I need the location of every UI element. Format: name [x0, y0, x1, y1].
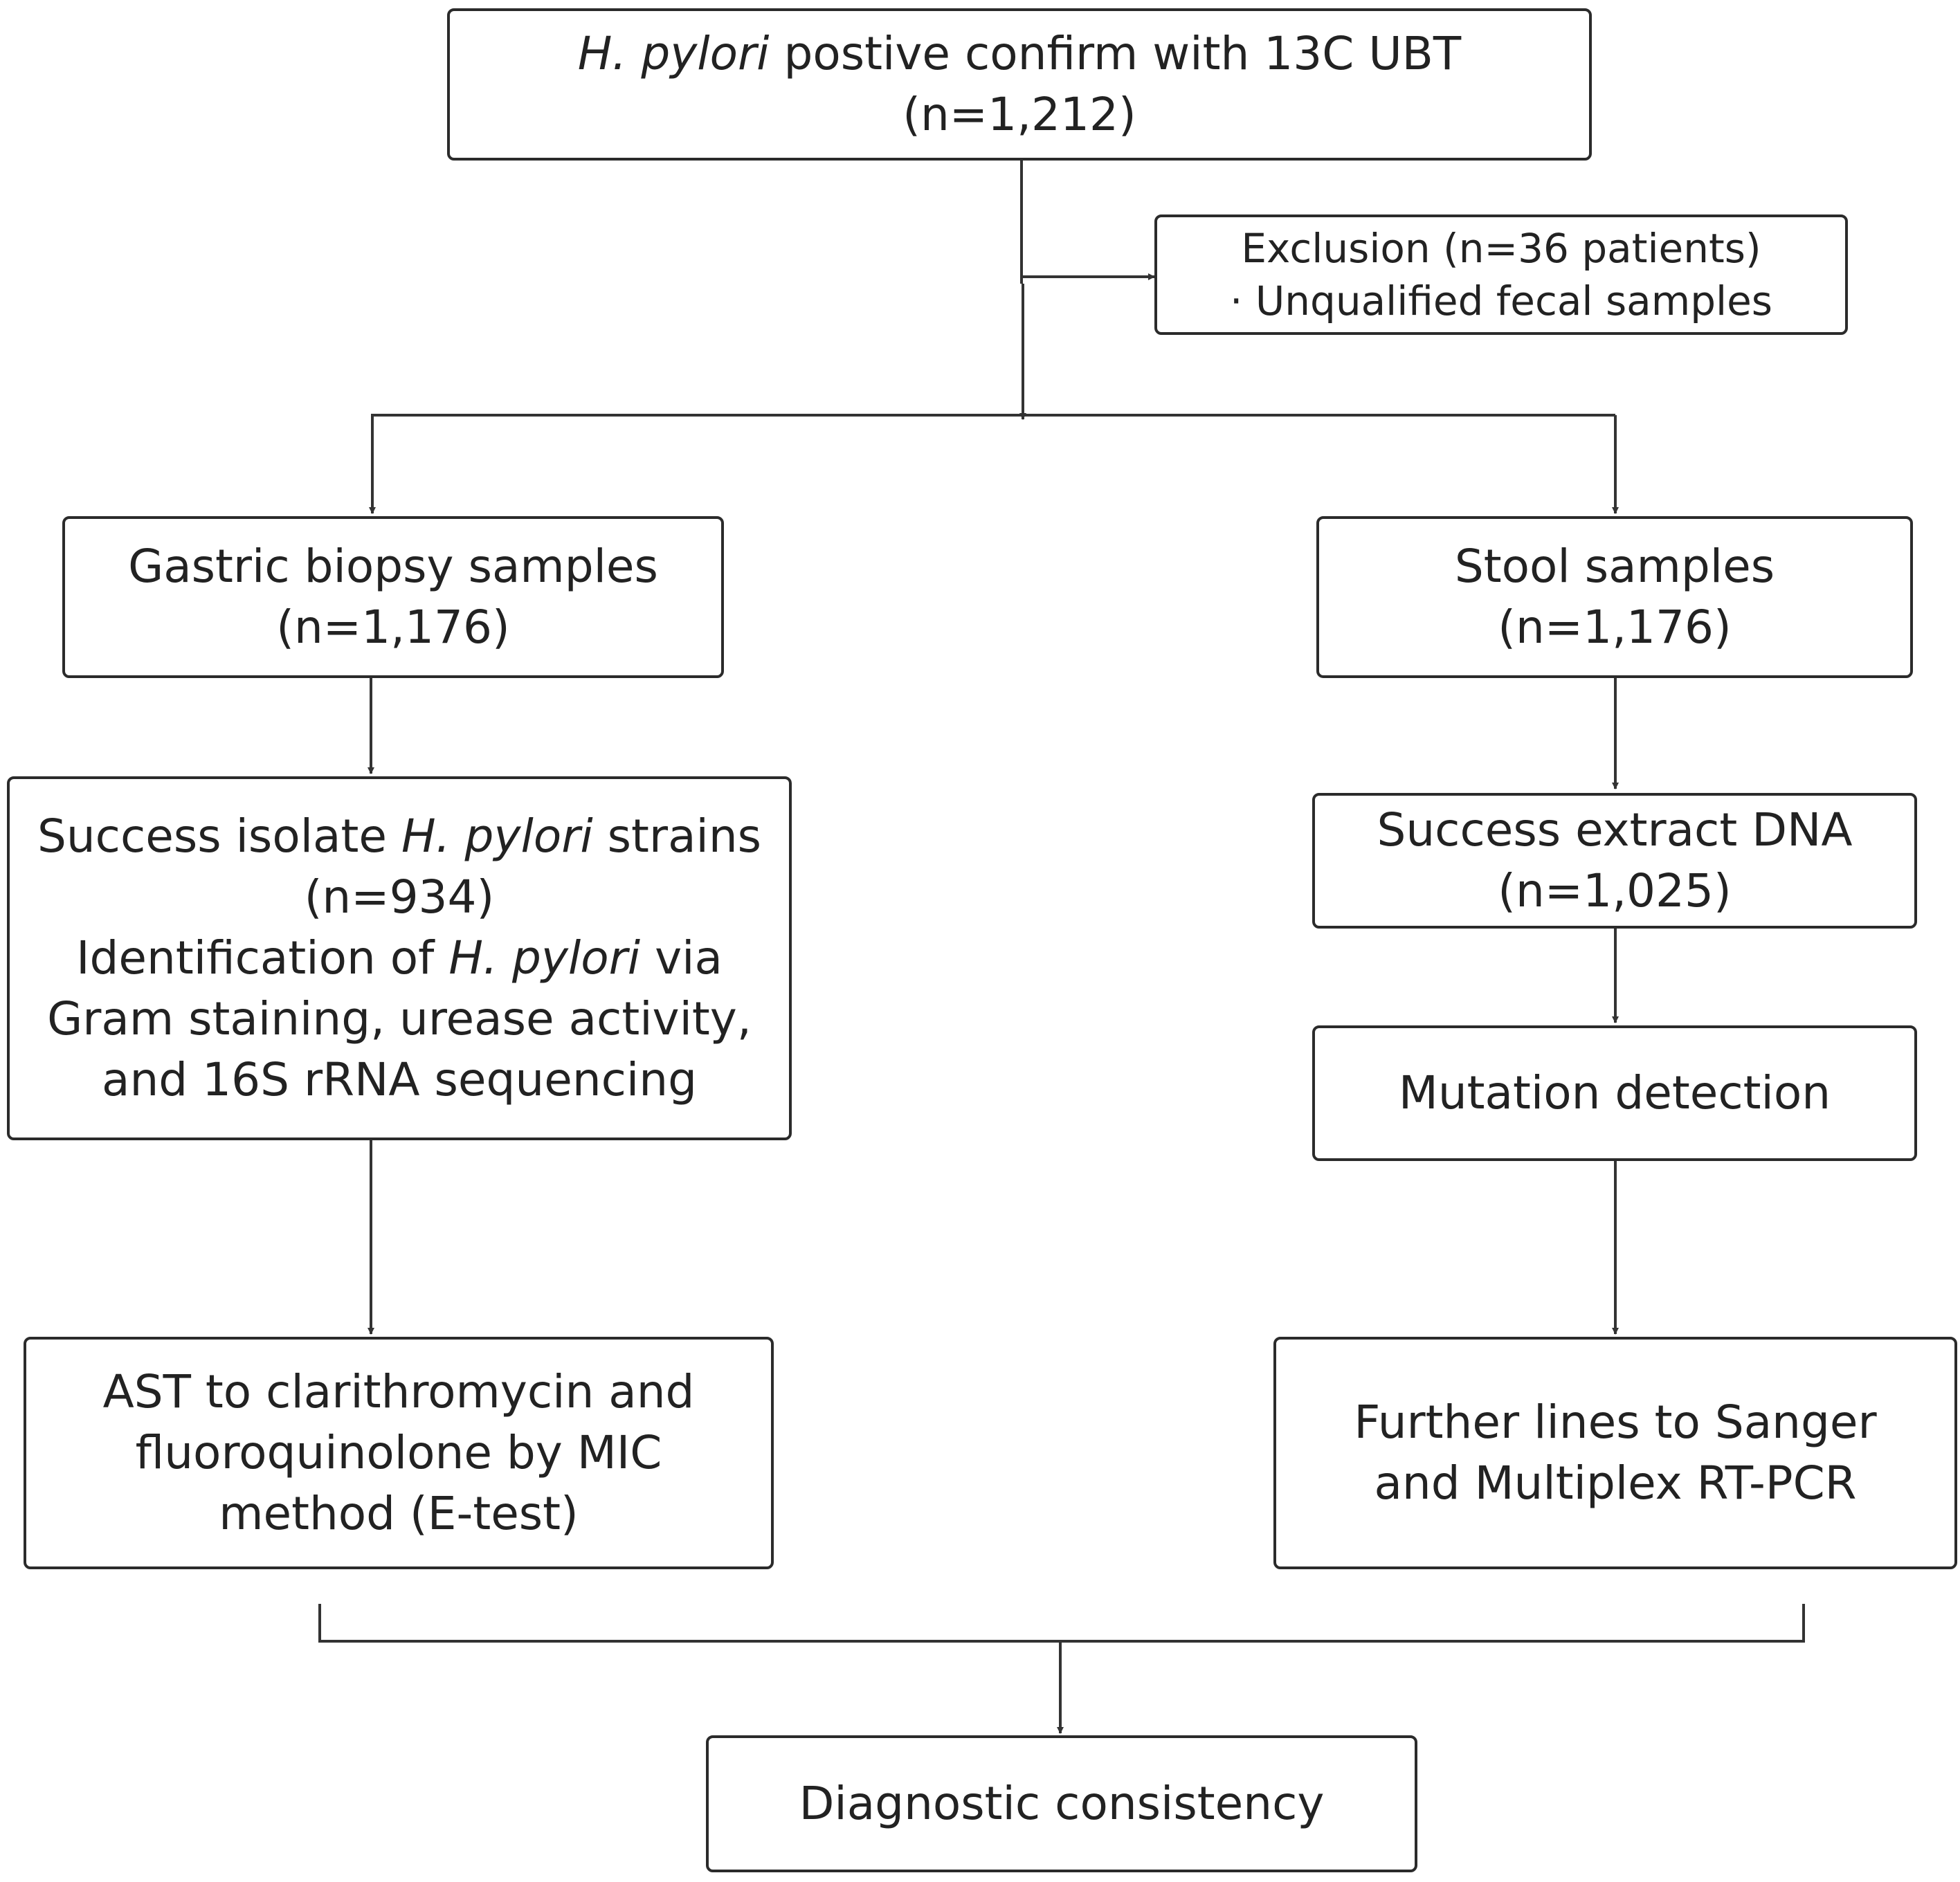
isolate-species: H. pylori: [401, 810, 593, 863]
isolate-post: strains: [592, 810, 762, 863]
diagnostic-title: Diagnostic consistency: [799, 1777, 1325, 1830]
gastric-biopsy-box: Gastric biopsy samples (n=1,176): [62, 516, 724, 678]
isolate-count: (n=934): [304, 870, 495, 924]
extract-title: Success extract DNA: [1377, 803, 1853, 857]
isolate-strains-box: Success isolate H. pylori strains (n=934…: [7, 776, 792, 1140]
stool-count: (n=1,176): [1498, 601, 1732, 654]
ast-line-1: AST to clarithromycin and: [102, 1365, 695, 1418]
stool-title: Stool samples: [1454, 540, 1775, 593]
exclusion-reason: · Unqualified fecal samples: [1229, 277, 1773, 325]
identification-pre: Identification of: [76, 931, 449, 985]
mutation-title: Mutation detection: [1398, 1066, 1831, 1120]
mutation-detection-box: Mutation detection: [1312, 1025, 1917, 1161]
exclusion-title: Exclusion (n=36 patients): [1241, 225, 1761, 272]
ubt-text: postive confirm with 13C UBT: [769, 27, 1462, 80]
gastric-count: (n=1,176): [276, 601, 510, 654]
further-lines-box: Further lines to Sanger and Multiplex RT…: [1273, 1337, 1957, 1569]
identification-species: H. pylori: [448, 931, 641, 985]
ubt-positive-box: H. pylori postive confirm with 13C UBT (…: [447, 8, 1592, 161]
isolate-line-1: Success isolate H. pylori strains: [37, 806, 761, 867]
gastric-title: Gastric biopsy samples: [128, 540, 658, 593]
extract-count: (n=1,025): [1498, 864, 1732, 917]
diagnostic-consistency-box: Diagnostic consistency: [706, 1735, 1417, 1872]
ubt-species: H. pylori: [577, 27, 770, 80]
ast-line-2: fluoroquinolone by MIC: [135, 1426, 662, 1479]
identification-line: Identification of H. pylori via: [76, 928, 723, 989]
identification-methods-1: Gram staining, urease activity,: [47, 992, 752, 1045]
connector-merge-bracket: [318, 1604, 1805, 1643]
exclusion-box: Exclusion (n=36 patients) · Unqualified …: [1154, 214, 1848, 335]
isolate-pre: Success isolate: [37, 810, 401, 863]
further-line-1: Further lines to Sanger: [1354, 1396, 1877, 1449]
stool-samples-box: Stool samples (n=1,176): [1316, 516, 1913, 678]
identification-methods-2: and 16S rRNA sequencing: [102, 1053, 697, 1106]
ubt-line-1: H. pylori postive confirm with 13C UBT: [578, 24, 1462, 84]
ubt-count: (n=1,212): [902, 88, 1136, 141]
extract-dna-box: Success extract DNA (n=1,025): [1312, 793, 1917, 929]
identification-post: via: [640, 931, 723, 985]
ast-line-3: method (E-test): [219, 1487, 579, 1540]
further-line-2: and Multiplex RT-PCR: [1374, 1456, 1857, 1510]
ast-box: AST to clarithromycin and fluoroquinolon…: [24, 1337, 774, 1569]
